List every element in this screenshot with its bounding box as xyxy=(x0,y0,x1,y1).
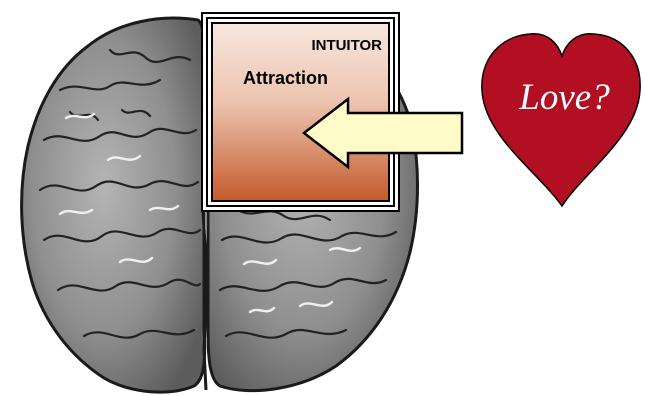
left-arrow-icon xyxy=(300,96,466,170)
box-title: INTUITOR xyxy=(270,37,382,54)
heart-label: Love? xyxy=(484,76,645,119)
box-subtitle: Attraction xyxy=(243,68,328,89)
